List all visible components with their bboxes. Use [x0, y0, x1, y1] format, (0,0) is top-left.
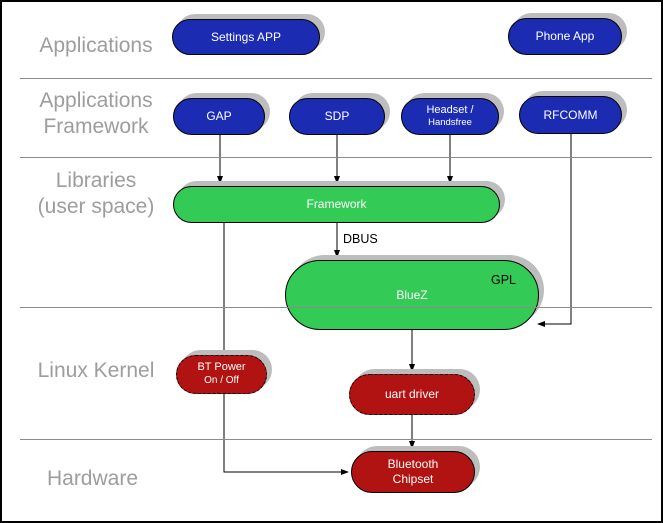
node-label: Bluetooth	[387, 457, 439, 471]
node-label: GAP	[206, 109, 232, 123]
node-label: Handsfree	[428, 117, 472, 129]
divider-libraries-kernel	[20, 307, 652, 308]
layer-label-text: Hardware	[46, 467, 139, 490]
node-label: Headset /	[426, 103, 474, 116]
divider-framework-libraries	[20, 157, 652, 158]
node-uart-driver: uart driver	[349, 374, 475, 415]
node-bluez: GPL BlueZ	[285, 260, 539, 330]
layer-label-text: Linux Kernel	[37, 359, 155, 382]
layer-label-text: Applications	[39, 89, 153, 112]
dbus-connection-label: DBUS	[343, 232, 378, 246]
arrow-rfcomm-to-bluez	[537, 134, 572, 327]
layer-label-text: Framework	[43, 115, 149, 139]
divider-kernel-hardware	[20, 439, 652, 440]
node-label: On / Off	[204, 375, 239, 387]
node-framework: Framework	[173, 186, 500, 223]
node-settings-app: Settings APP	[172, 19, 320, 55]
node-label: Phone App	[535, 29, 595, 43]
layer-label-applications: Applications	[20, 33, 172, 59]
node-label: Chipset	[392, 472, 434, 486]
node-label: Framework	[306, 197, 367, 211]
node-label: BlueZ	[396, 287, 428, 302]
node-label: RFCOMM	[543, 107, 598, 122]
node-label: Settings APP	[210, 29, 282, 44]
layer-label-text: (user space)	[37, 195, 155, 219]
node-sdp: SDP	[289, 98, 385, 135]
gpl-license-label: GPL	[490, 273, 516, 287]
layer-label-linux-kernel: Linux Kernel	[20, 358, 172, 384]
node-phone-app: Phone App	[508, 18, 622, 55]
divider-applications-framework	[20, 78, 652, 79]
layer-label-applications-framework: Applications Framework	[16, 88, 176, 141]
layer-label-hardware: Hardware	[20, 466, 165, 492]
layer-label-libraries-user-space: Libraries (user space)	[16, 168, 176, 221]
node-label: BT Power	[197, 361, 246, 374]
arrow-framework-via-bt-power-to-chipset	[223, 223, 349, 475]
node-gap: GAP	[173, 98, 265, 135]
node-label: SDP	[324, 109, 350, 123]
node-rfcomm: RFCOMM	[519, 96, 622, 134]
node-label: uart driver	[384, 387, 440, 401]
node-headset-handsfree: Headset / Handsfree	[401, 98, 499, 135]
node-bluetooth-chipset: Bluetooth Chipset	[351, 451, 475, 493]
layer-label-text: Applications	[39, 34, 153, 57]
node-bt-power-on-off: BT Power On / Off	[176, 355, 267, 394]
layer-label-text: Libraries	[55, 169, 137, 192]
